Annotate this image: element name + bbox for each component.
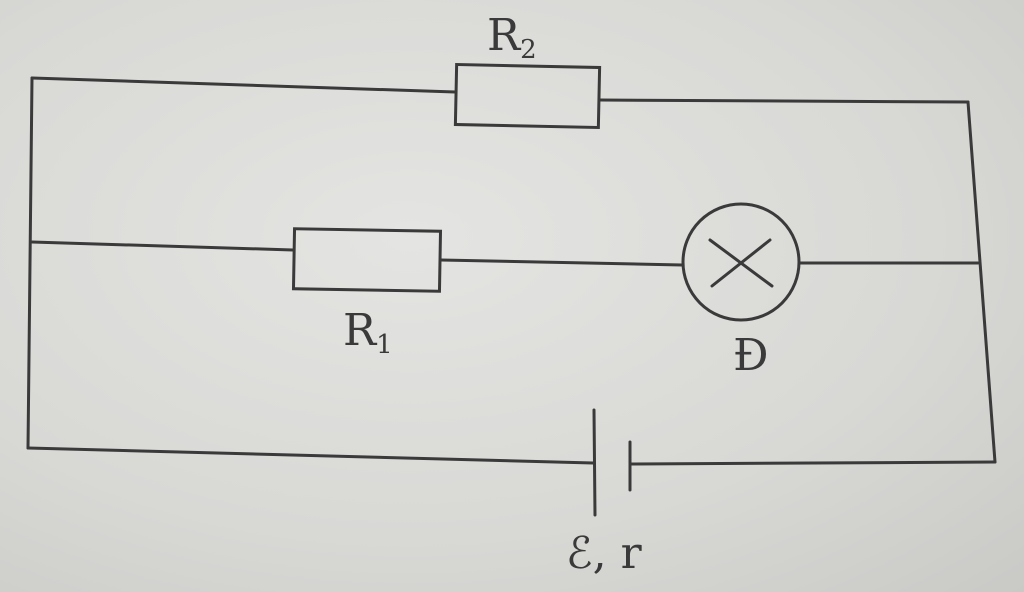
- resistor-r1: [291, 227, 443, 293]
- label-lamp: Đ: [733, 330, 769, 381]
- bottom-wire-left: [26, 446, 595, 465]
- label-source: ℰ, r: [566, 528, 643, 579]
- top-wire-left: [30, 76, 457, 94]
- top-wire-right: [598, 98, 970, 104]
- left-wire: [26, 76, 34, 450]
- middle-wire-center: [439, 258, 684, 267]
- right-wire: [966, 100, 997, 464]
- lamp: [681, 202, 801, 322]
- label-r1: R1: [343, 305, 393, 360]
- middle-wire-left: [30, 240, 295, 252]
- label-r2: R2: [487, 10, 537, 65]
- wires: [26, 76, 997, 466]
- resistor-r2: [453, 62, 602, 130]
- bottom-wire-right: [629, 460, 997, 466]
- battery: [592, 408, 632, 517]
